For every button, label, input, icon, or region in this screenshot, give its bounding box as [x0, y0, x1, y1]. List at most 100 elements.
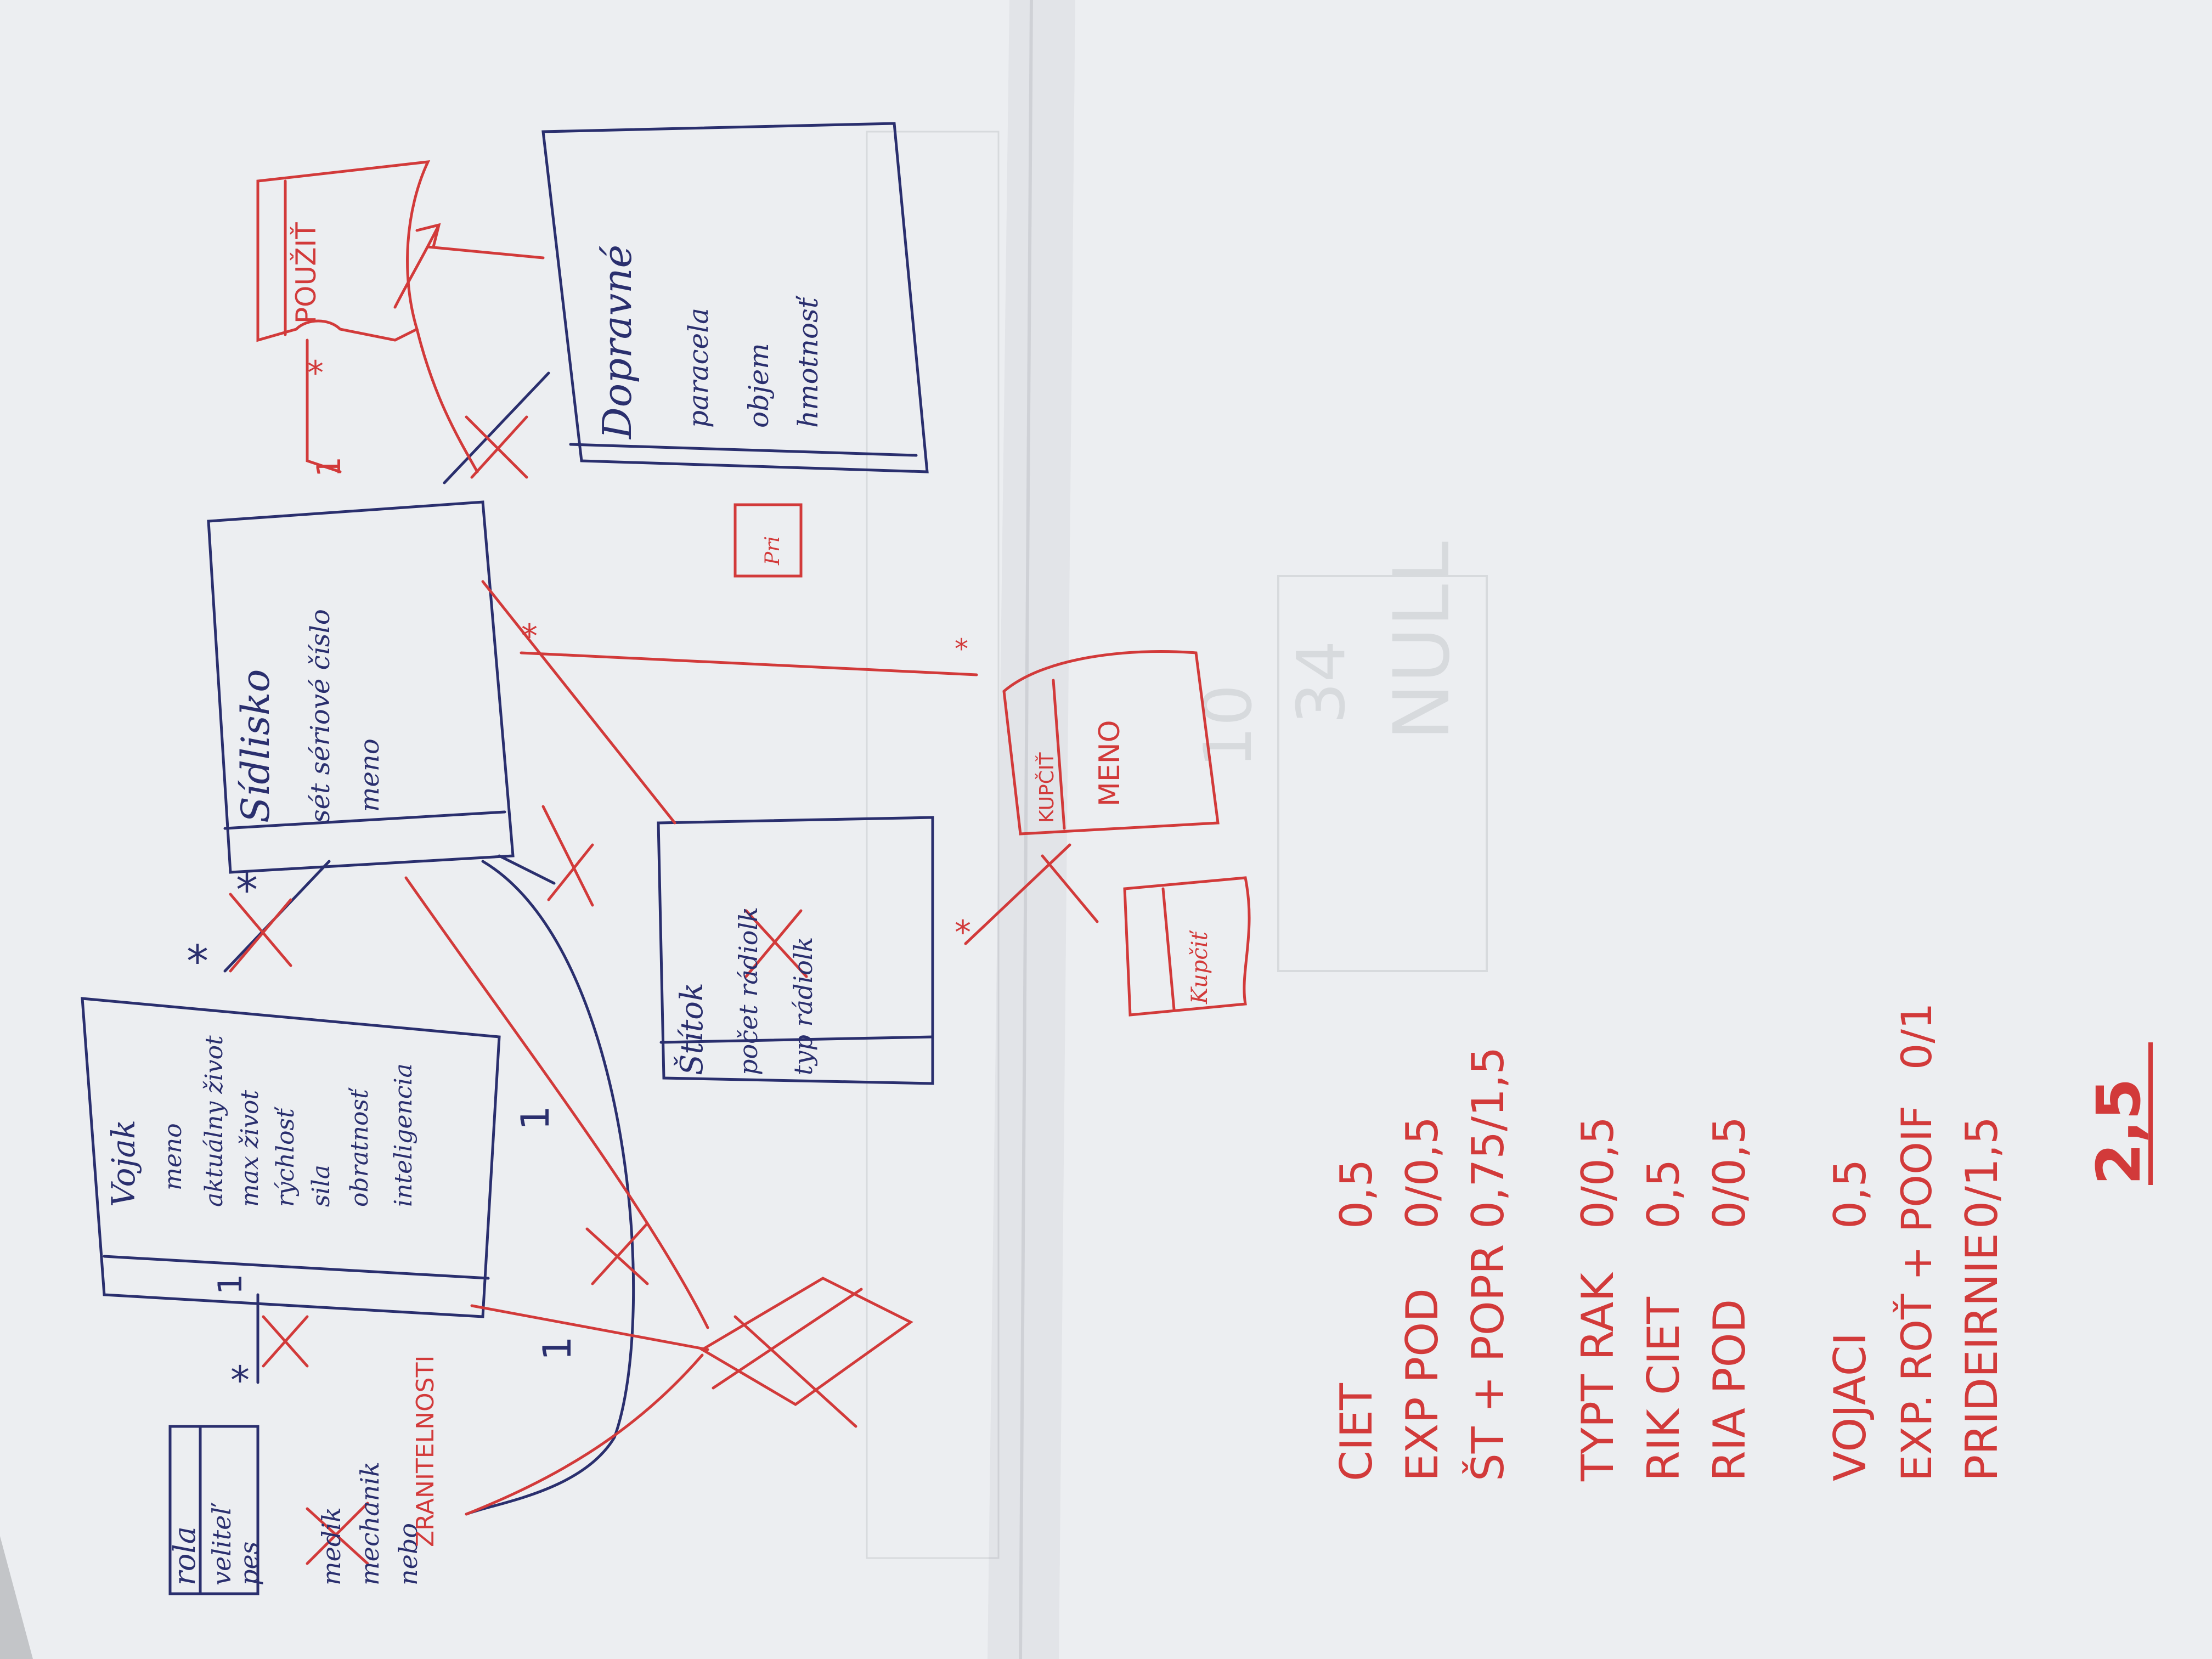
card-vojak-one-a: 1	[535, 1336, 580, 1361]
grade-score-0: 0,5	[1331, 1159, 1382, 1229]
dopravne-title: Dopravné	[594, 245, 640, 440]
rel-sidlo-down	[481, 580, 676, 825]
rola-overlay: ZRANITELNOSTI	[411, 1356, 439, 1547]
grade-score-8: 0/1,5	[1956, 1116, 2007, 1229]
rola-title: rola	[167, 1526, 202, 1585]
pouzit-arrow	[393, 223, 441, 309]
kupcit-label: KUPČIŤ	[1035, 752, 1058, 823]
kupcit-meno: MENO	[1093, 720, 1126, 806]
x-mark-6	[744, 909, 808, 978]
pri-box	[733, 503, 803, 578]
card-sidlo-star: *	[236, 865, 258, 916]
grade-label-0: CIET	[1331, 1383, 1382, 1481]
dopravne-attr-0: paracela	[682, 308, 714, 428]
print-through: 10 34 NULL	[866, 131, 1488, 1559]
rel-diamond-left	[470, 1304, 709, 1351]
sidlo-attr-1: meno	[354, 738, 385, 812]
kupcit-shape	[1002, 650, 1220, 836]
card-vojak-star: *	[187, 936, 208, 987]
grade-score-4: 0,5	[1638, 1159, 1689, 1229]
relation-diamond	[699, 1277, 913, 1406]
vojak-divider	[103, 1255, 490, 1280]
card-rola-one: 1	[211, 1274, 250, 1295]
x-mark-3	[585, 1222, 649, 1285]
grade-label-8: PRIDEIRNIE	[1956, 1233, 2007, 1481]
sidlo-box	[207, 500, 515, 874]
rel-stitok-dopravne	[443, 371, 550, 484]
dopravne-attr-1: objem	[743, 343, 775, 428]
vojak-title: Vojak	[105, 1120, 142, 1207]
rola-attr-3: mechanik	[355, 1462, 385, 1585]
stitok-entity: Štítok počet rádiolk typ rádiolk	[674, 907, 818, 1075]
card-pouzit-star: *	[307, 354, 324, 392]
dopravne-box	[541, 122, 929, 473]
grade-label-4: RIK CIET	[1638, 1296, 1689, 1481]
dopravne-attr-2: hmotnosť	[792, 295, 824, 428]
kupcit-divider	[1052, 679, 1066, 830]
vojak-attr-6: inteligencia	[390, 1063, 417, 1207]
stitok-attr-1: typ rádiolk	[788, 937, 818, 1075]
grade-label-7: EXP. ROŤ + POOIF	[1892, 1105, 1941, 1481]
sidlo-divider	[223, 810, 506, 830]
red-annotations	[229, 160, 1251, 1565]
grade-label-6: VOJACI	[1825, 1333, 1876, 1481]
vojak-box	[81, 997, 501, 1318]
x-mark-4	[465, 415, 528, 479]
rola-attr-2: medik	[317, 1507, 346, 1585]
vojak-attr-2: max život	[236, 1090, 264, 1207]
pri-label: Pri	[761, 536, 784, 566]
rel-kupcit	[964, 843, 1099, 945]
x-mark-5	[541, 805, 594, 907]
rel-diamond-lower	[465, 1353, 704, 1516]
card-rola-star: *	[230, 1358, 250, 1403]
grade-score-1: 0/0,5	[1397, 1116, 1448, 1229]
kupcit-small-label: Kupčiť	[1187, 929, 1212, 1005]
sidlo-attr-0: sét sériové číslo	[305, 609, 336, 823]
rel-pouzit-bottom	[415, 328, 479, 473]
rola-attr-4: nebo	[393, 1523, 423, 1585]
faint-number-2: 34	[1284, 640, 1360, 724]
rel-pouzit-left	[306, 338, 342, 473]
grading-notes: CIET 0,5 EXP POD 0/0,5 ŠT + POPR 0,75/1,…	[1331, 1003, 2154, 1482]
kupcit-small-divider	[1161, 887, 1176, 1011]
card-red-star-b: *	[955, 633, 968, 665]
dopravne-entity: Dopravné paracela objem hmotnosť	[594, 245, 824, 440]
vojak-attr-1: aktuálny život	[200, 1035, 228, 1207]
vojak-attr-3: rýchlosť	[272, 1107, 300, 1207]
pouzit-shape	[256, 160, 431, 342]
grade-label-2: ŠT + POPR	[1462, 1244, 1514, 1481]
stitok-box	[657, 816, 934, 1085]
vojak-attr-0: meno	[159, 1123, 187, 1190]
grade-score-2: 0,75/1,5	[1463, 1047, 1514, 1229]
x-mark-diamond	[712, 1288, 863, 1428]
paper-fold-line	[1019, 0, 1033, 1659]
rel-sidlo-stitok	[498, 854, 556, 885]
vojak-attr-4: sila	[307, 1165, 335, 1207]
grade-total: 2,5	[2084, 1078, 2154, 1185]
card-red-star-a: *	[521, 617, 538, 656]
rel-pouzit-dopravne	[426, 245, 545, 259]
x-mark-7	[306, 1502, 369, 1565]
rel-sidlo-right	[520, 651, 978, 676]
grade-score-5: 0/0,5	[1704, 1116, 1755, 1229]
pouzit-label: POUŽIŤ	[290, 222, 322, 324]
vojak-attr-5: obratnosť	[346, 1087, 374, 1207]
cardinalities: * 1 * 1 1 * * 1 * * *	[187, 354, 971, 1403]
grade-score-3: 0/0,5	[1572, 1116, 1623, 1229]
rola-attr-0: veliteľ	[207, 1503, 236, 1585]
card-kupcit-star: *	[955, 913, 971, 952]
x-mark-1	[229, 893, 292, 973]
x-mark-2	[262, 1315, 309, 1368]
card-pouzit-one: 1	[310, 456, 348, 477]
grade-label-3: TYPT RAK	[1572, 1272, 1623, 1482]
vojak-entity: Vojak meno aktuálny život max život rých…	[105, 1035, 417, 1207]
rola-box	[168, 1425, 259, 1595]
grade-label-1: EXP POD	[1397, 1288, 1448, 1481]
grade-label-5: RIA POD	[1704, 1299, 1755, 1481]
stitok-attr-0: počet rádiolk	[733, 907, 763, 1075]
rola-entity: rola veliteľ pes medik mechanik nebo ZRA…	[167, 1356, 439, 1585]
grade-score-7: 0/1	[1892, 1003, 1941, 1070]
rola-attr-1: pes	[234, 1542, 264, 1585]
sidlo-title: Sídlisko	[233, 669, 278, 823]
